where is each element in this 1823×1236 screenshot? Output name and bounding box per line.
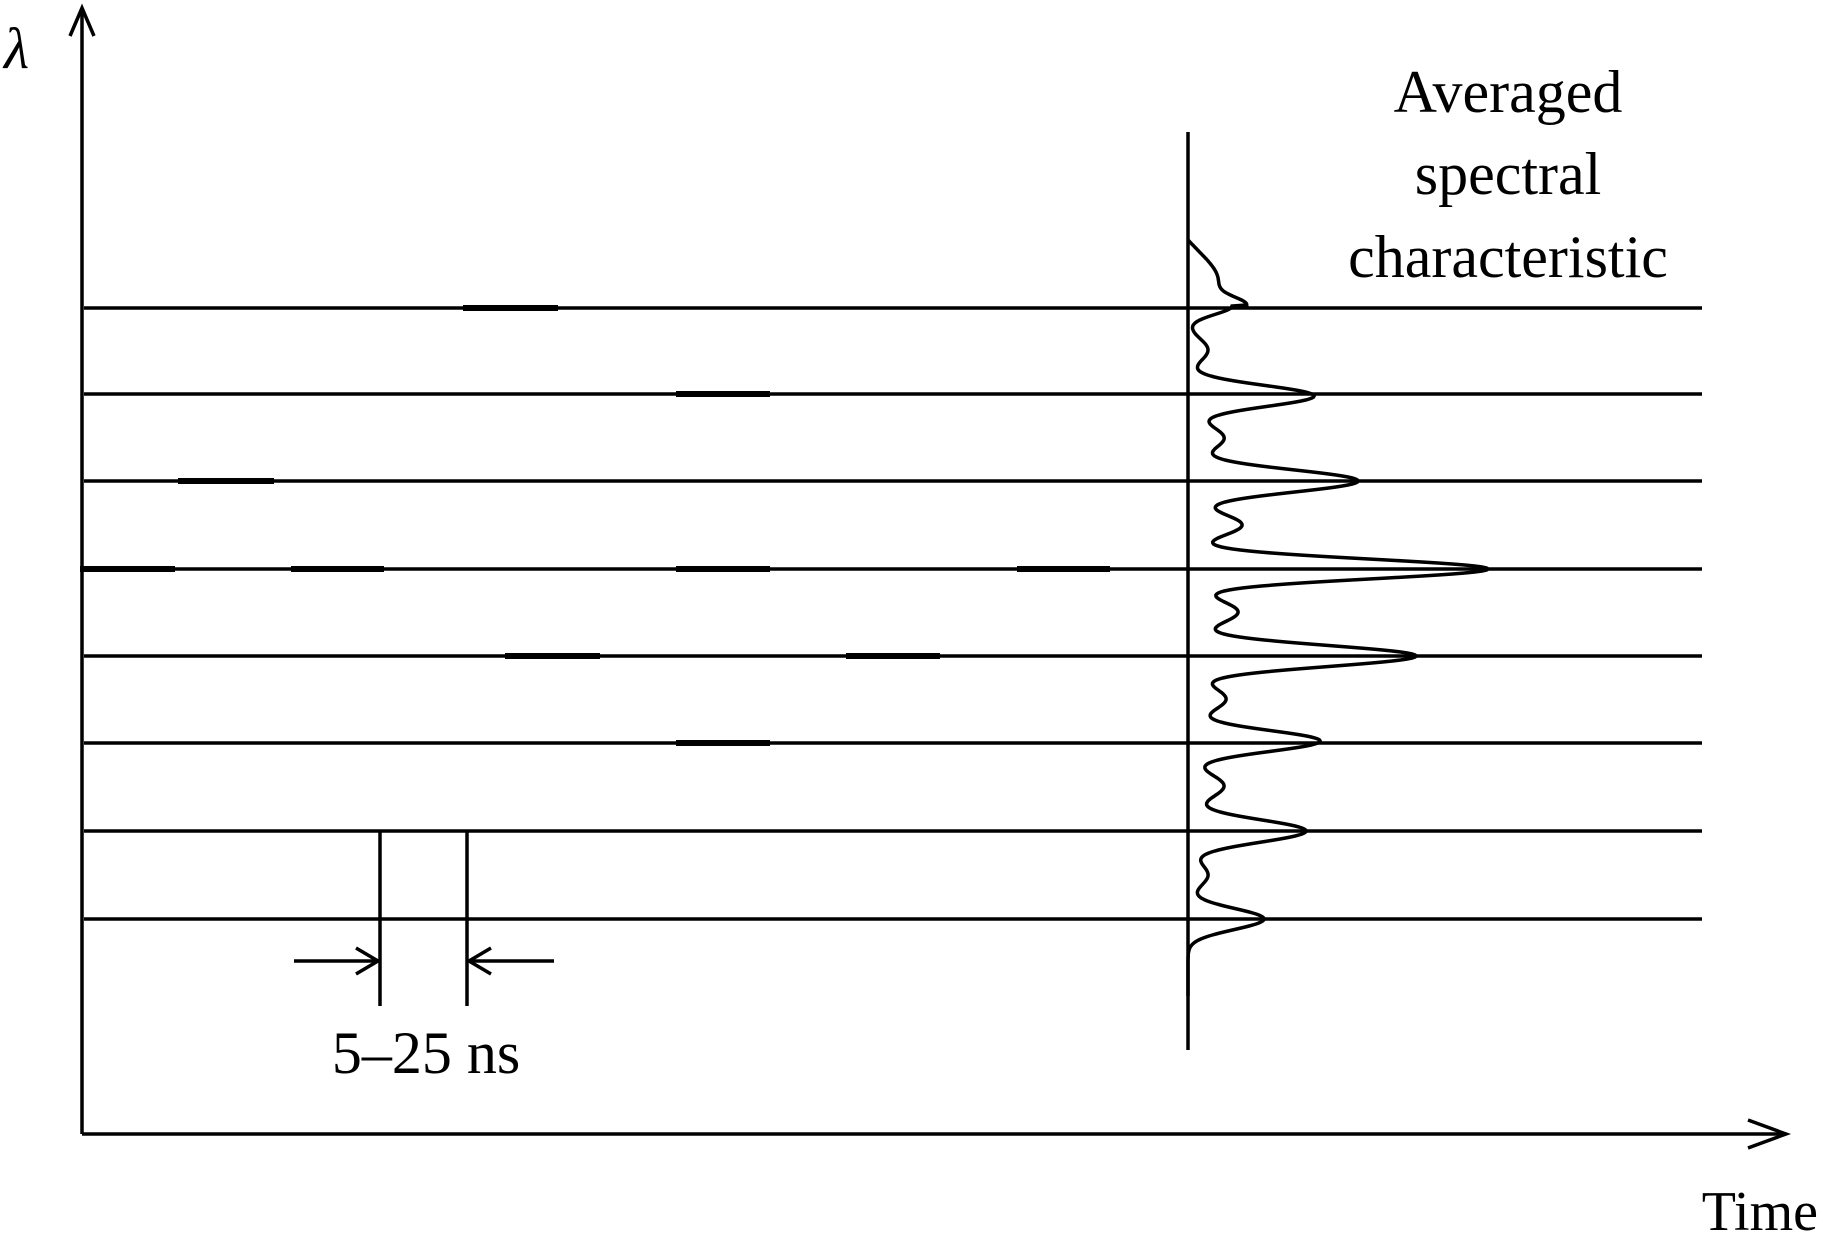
y-axis-label: λ <box>2 16 29 81</box>
spectrum-annotation-line-3: characteristic <box>1348 224 1668 290</box>
y-axis-arrowhead <box>68 3 96 37</box>
wavelength-levels <box>84 306 1702 921</box>
emission-pulses <box>80 305 1110 746</box>
x-axis-label: Time <box>1702 1181 1818 1236</box>
labels: λ Time Averaged spectral characteristic … <box>2 16 1818 1236</box>
marker-left-arrowhead <box>355 946 382 976</box>
spectrum-annotation-line-2: spectral <box>1415 141 1602 207</box>
spectrum-annotation-line-1: Averaged <box>1394 59 1623 125</box>
pulse-width-marker <box>294 831 554 1006</box>
pulse-width-label: 5–25 ns <box>332 1020 520 1086</box>
marker-right-arrowhead <box>465 946 492 976</box>
averaged-spectrum <box>1186 132 1492 1050</box>
x-axis-arrowhead <box>1747 1118 1792 1150</box>
spectrum-curve <box>1186 238 1492 996</box>
